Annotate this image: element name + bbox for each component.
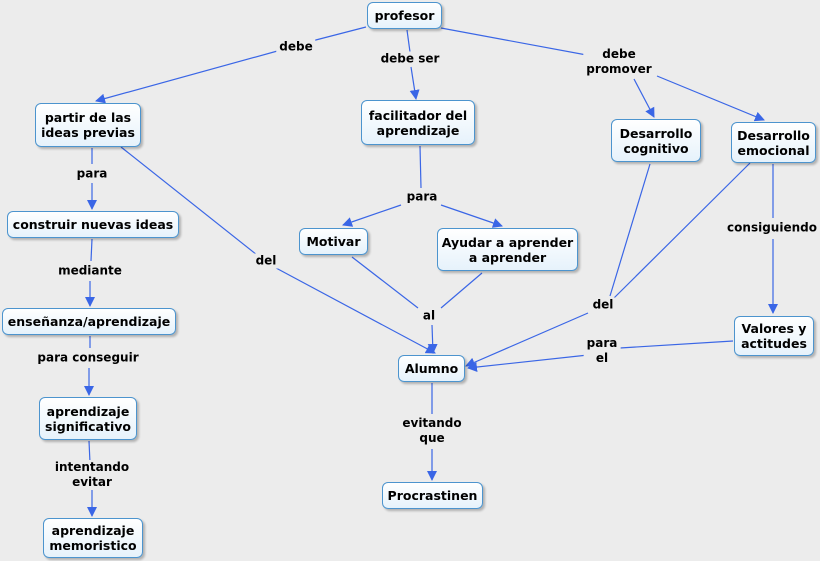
connector-arrow <box>409 66 420 100</box>
connector-arrow <box>467 354 589 373</box>
node-ensenanza-aprendizaje[interactable]: enseñanza/aprendizaje <box>2 308 176 335</box>
connector-arrow <box>633 78 655 118</box>
link-label-al: al <box>419 308 439 324</box>
link-label-para: para <box>73 166 111 182</box>
connector-arrow <box>275 267 436 354</box>
connector-line <box>120 146 258 256</box>
connector-line <box>619 340 734 349</box>
node-desarrollo-emocional[interactable]: Desarrollo emocional <box>731 122 816 163</box>
node-facilitador-aprendizaje[interactable]: facilitador del aprendizaje <box>361 100 475 145</box>
link-label-para-conseguir: para conseguir <box>34 350 142 366</box>
node-ayudar-a-aprender[interactable]: Ayudar a aprender a aprender <box>437 228 578 271</box>
connector-line <box>88 440 91 464</box>
connector-line <box>419 145 422 189</box>
node-construir-nuevas-ideas[interactable]: construir nuevas ideas <box>7 211 179 238</box>
connector-arrow <box>342 204 402 227</box>
link-label-del-right: del <box>589 297 617 313</box>
node-motivar[interactable]: Motivar <box>299 228 368 255</box>
connector-arrow <box>427 324 438 354</box>
link-label-para-el: para el <box>583 336 621 366</box>
link-label-debe-ser: debe ser <box>377 51 443 67</box>
connector-arrow <box>95 49 282 104</box>
link-label-evitando-que: evitando que <box>399 416 465 446</box>
connector-line <box>609 163 651 297</box>
connector-line <box>90 238 93 262</box>
connector-arrow <box>440 204 503 228</box>
connector-arrow <box>465 312 589 367</box>
node-desarrollo-cognitivo[interactable]: Desarrollo cognitivo <box>611 119 701 162</box>
node-aprendizaje-memoristico[interactable]: aprendizaje memoristico <box>43 518 143 558</box>
node-partir-ideas-previas[interactable]: partir de las ideas previas <box>35 103 141 147</box>
link-label-debe: debe <box>276 39 316 55</box>
connector-line <box>351 256 419 309</box>
node-valores-actitudes[interactable]: Valores y actitudes <box>734 316 814 356</box>
link-label-para-center: para <box>403 189 441 205</box>
link-label-consiguiendo: consiguiendo <box>724 220 820 236</box>
connector-line <box>613 162 751 299</box>
link-label-mediante: mediante <box>55 263 125 279</box>
node-profesor[interactable]: profesor <box>367 2 442 29</box>
connector-line <box>440 27 593 57</box>
node-aprendizaje-significativo[interactable]: aprendizaje significativo <box>39 397 137 440</box>
node-procrastinen[interactable]: Procrastinen <box>382 482 483 509</box>
connector-line <box>406 29 411 53</box>
node-alumno[interactable]: Alumno <box>398 355 465 382</box>
link-label-debe-promover: debe promover <box>583 47 655 77</box>
link-label-intentando-evitar: intentando evitar <box>51 460 133 490</box>
connector-arrow <box>656 75 765 122</box>
connector-line <box>440 272 483 309</box>
link-label-del-left: del <box>252 253 280 269</box>
